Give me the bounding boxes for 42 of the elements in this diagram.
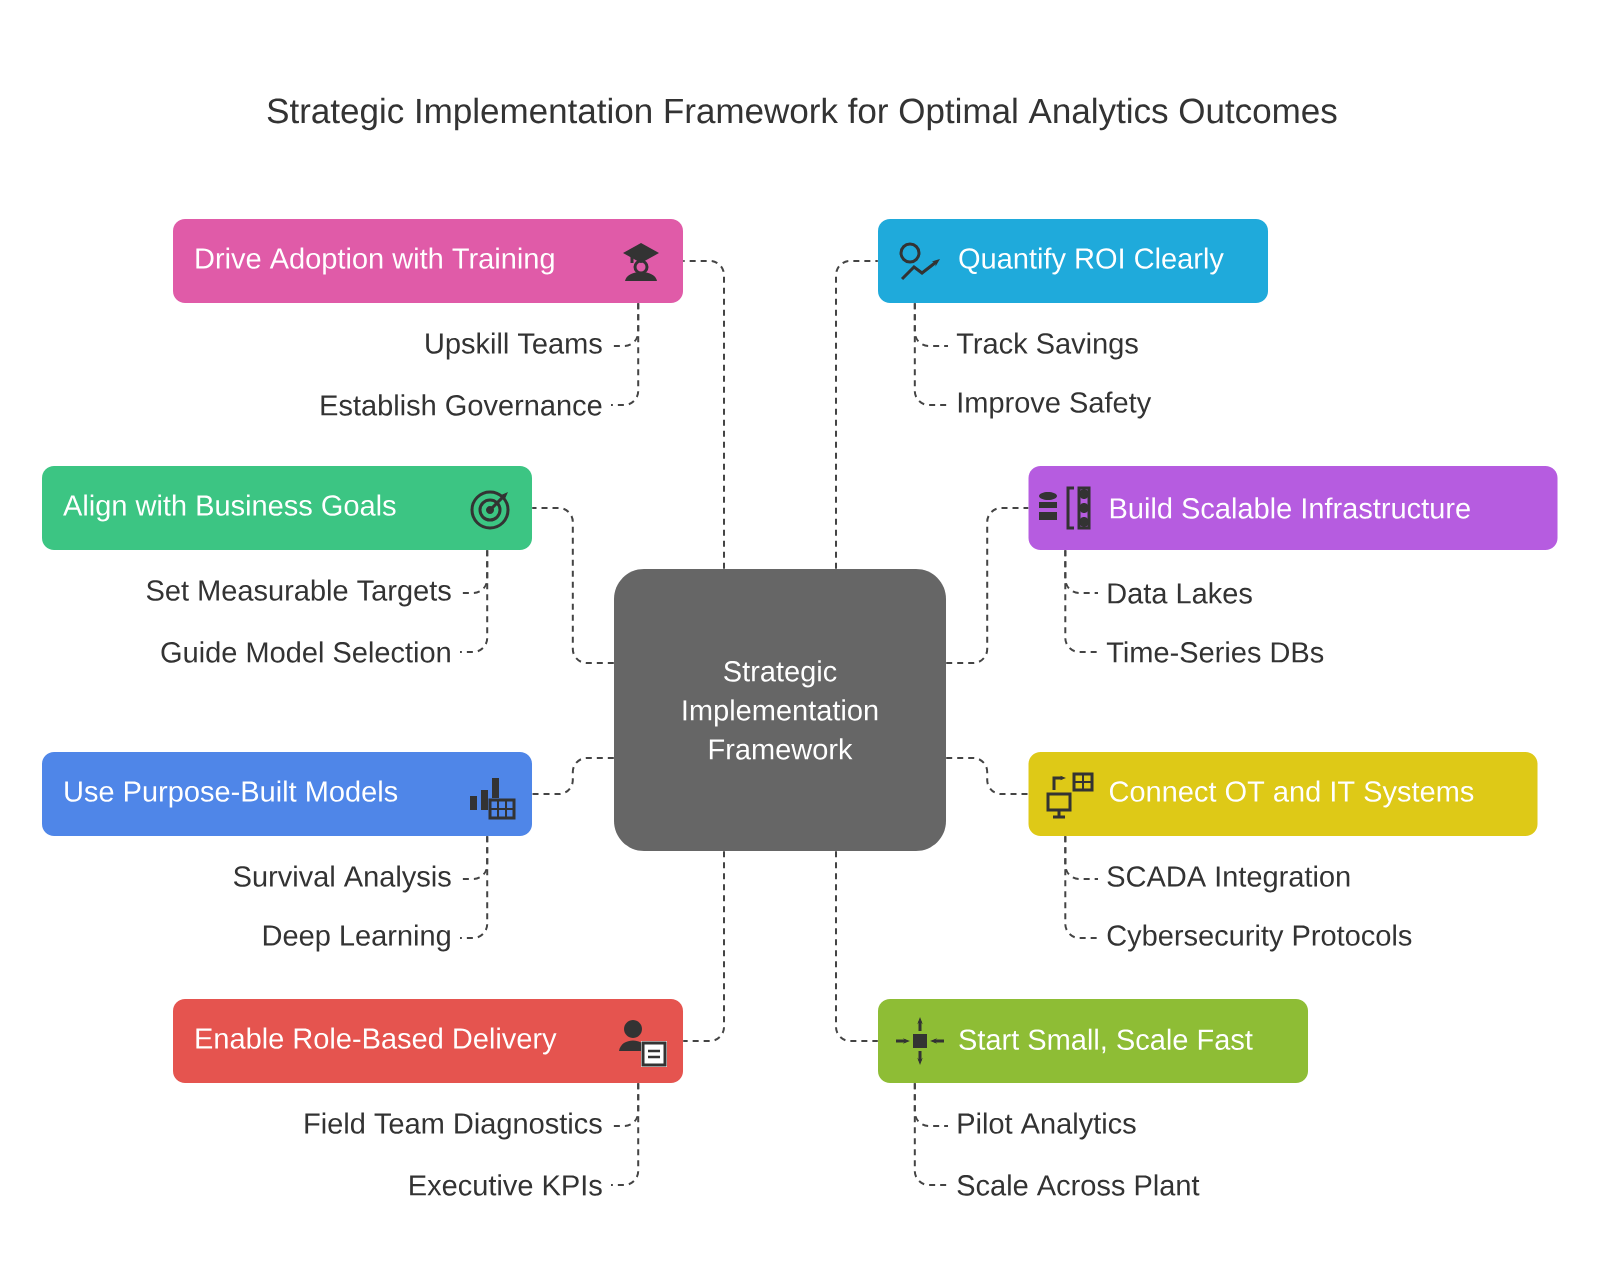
connector-line <box>1064 549 1099 653</box>
connector-line <box>945 757 1030 795</box>
hub-box: Strategic Implementation Framework <box>614 569 946 851</box>
connector-line <box>459 835 489 939</box>
category-box: Enable Role-Based Delivery <box>173 999 683 1083</box>
item-label: Survival Analysis <box>233 865 451 893</box>
connector-line <box>682 260 725 570</box>
connector-line <box>610 1082 640 1186</box>
item-label: Deep Learning <box>263 924 450 952</box>
category-box: Quantify ROI Clearly <box>878 219 1268 303</box>
connector-line <box>1064 835 1099 939</box>
item-label: Time-Series DBs <box>1106 641 1324 663</box>
item-label: Cybersecurity Protocols <box>1107 924 1412 952</box>
connector-line <box>945 507 1030 664</box>
connector-line <box>531 507 615 664</box>
item-label: Data Lakes <box>1108 582 1252 604</box>
connector-line <box>682 850 725 1042</box>
item-label: Establish Governance <box>321 394 602 416</box>
connector-line <box>835 850 879 1042</box>
item-label: Improve Safety <box>958 391 1152 419</box>
category-box: Connect OT and IT Systems <box>1028 752 1538 836</box>
item-label: Field Team Diagnostics <box>305 1112 602 1140</box>
title: Strategic Implementation Framework for Optimal Analytics Outcomes <box>267 97 1337 131</box>
item-label: SCADA Integration <box>1107 865 1350 893</box>
item-label: Set Measurable Targets <box>146 579 451 607</box>
category-box: Use Purpose-Built Models <box>42 752 532 836</box>
item-label: Executive KPIs <box>410 1174 602 1196</box>
item-label: Guide Model Selection <box>161 641 450 663</box>
item-label: Track Savings <box>956 332 1138 360</box>
category-box: Start Small, Scale Fast <box>878 999 1308 1083</box>
connector-line <box>610 302 640 406</box>
item-label: Upskill Teams <box>426 332 602 360</box>
connector-line <box>913 302 949 406</box>
connector-line <box>835 260 879 570</box>
category-box: Build Scalable Infrastructure <box>1028 466 1558 550</box>
category-box: Drive Adoption with Training <box>173 219 683 303</box>
connector-line <box>459 549 489 653</box>
connector-line <box>531 757 615 795</box>
connector-line <box>913 1082 949 1186</box>
item-label: Scale Across Plant <box>957 1174 1200 1196</box>
item-label: Pilot Analytics <box>958 1112 1136 1140</box>
category-box: Align with Business Goals <box>42 466 532 550</box>
